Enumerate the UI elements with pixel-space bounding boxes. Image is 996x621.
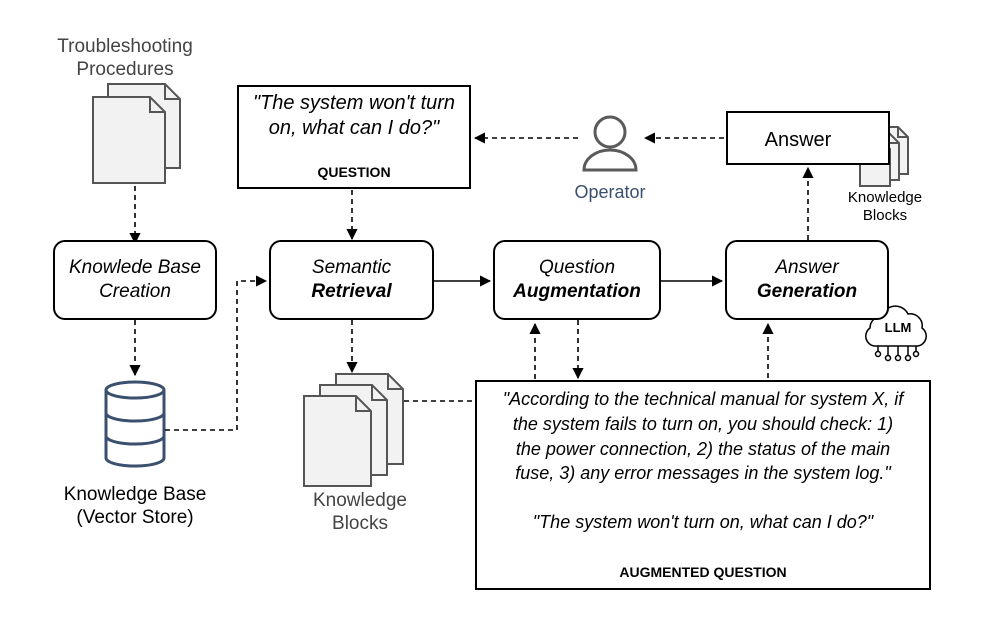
question-box: "The system won't turn on, what can I do… [237,85,471,189]
augmented-line5: "The system won't turn on, what can I do… [532,512,874,533]
troubleshooting-line2: Procedures [76,58,174,80]
answer-generation-node: Answer Generation [725,240,889,320]
augmented-question-text: "According to the technical manual for s… [477,387,929,535]
troubleshooting-line1: Troubleshooting [57,36,193,57]
answer-generation-line2: Generation [756,281,858,302]
augmented-line1: "According to the technical manual for s… [502,389,904,409]
llm-badge: LLM [884,320,912,335]
answer-generation-line1: Answer [775,257,839,279]
kb-creation-node: Knowlede Base Creation [53,240,217,320]
troubleshooting-docs-icon [92,83,181,184]
answer-label: Answer [764,129,832,151]
augmented-line2: the system fails to turn on, you should … [512,413,894,434]
augmented-question-box: "According to the technical manual for s… [475,380,931,590]
augmented-line4: fuse, 3) any error messages in the syste… [515,463,891,484]
knowledge-blocks-right-line2: Blocks [862,207,908,224]
question-augmentation-line1: Question [538,257,616,279]
question-line1: "The system won't turn [252,92,456,114]
question-caption: QUESTION [317,164,391,180]
kb-creation-line2: Creation [99,281,171,302]
knowledge-blocks-right-line1: Knowledge [847,189,923,206]
augmented-line3: the power connection, 2) the status of t… [515,438,891,459]
semantic-retrieval-line1: Semantic [311,257,392,279]
knowledge-blocks-right-label: Knowledge Blocks [835,189,935,225]
semantic-retrieval-line2: Retrieval [311,281,392,302]
vector-store-database-icon [104,380,166,468]
knowledge-base-label: Knowledge Base (Vector Store) [45,484,225,530]
kb-creation-line1: Knowlede Base [68,257,202,279]
knowledge-base-line2: (Vector Store) [76,506,194,528]
question-augmentation-line2: Augmentation [513,281,641,302]
troubleshooting-procedures-label: Troubleshooting Procedures [45,36,205,82]
question-line2: on, what can I do?" [268,117,440,139]
operator-label: Operator [574,182,646,202]
semantic-retrieval-node: Semantic Retrieval [269,240,434,320]
knowledge-blocks-bottom-line2: Blocks [332,512,388,534]
knowledge-base-line1: Knowledge Base [63,484,207,505]
knowledge-blocks-bottom-line1: Knowledge [312,490,408,511]
question-text: "The system won't turn on, what can I do… [239,91,469,141]
operator-person-icon [582,115,638,172]
augmented-question-caption: AUGMENTED QUESTION [619,564,787,580]
knowledge-blocks-icon [303,373,404,487]
knowledge-blocks-bottom-label: Knowledge Blocks [290,490,430,536]
question-augmentation-node: Question Augmentation [493,240,661,320]
answer-box: Answer [726,111,890,165]
